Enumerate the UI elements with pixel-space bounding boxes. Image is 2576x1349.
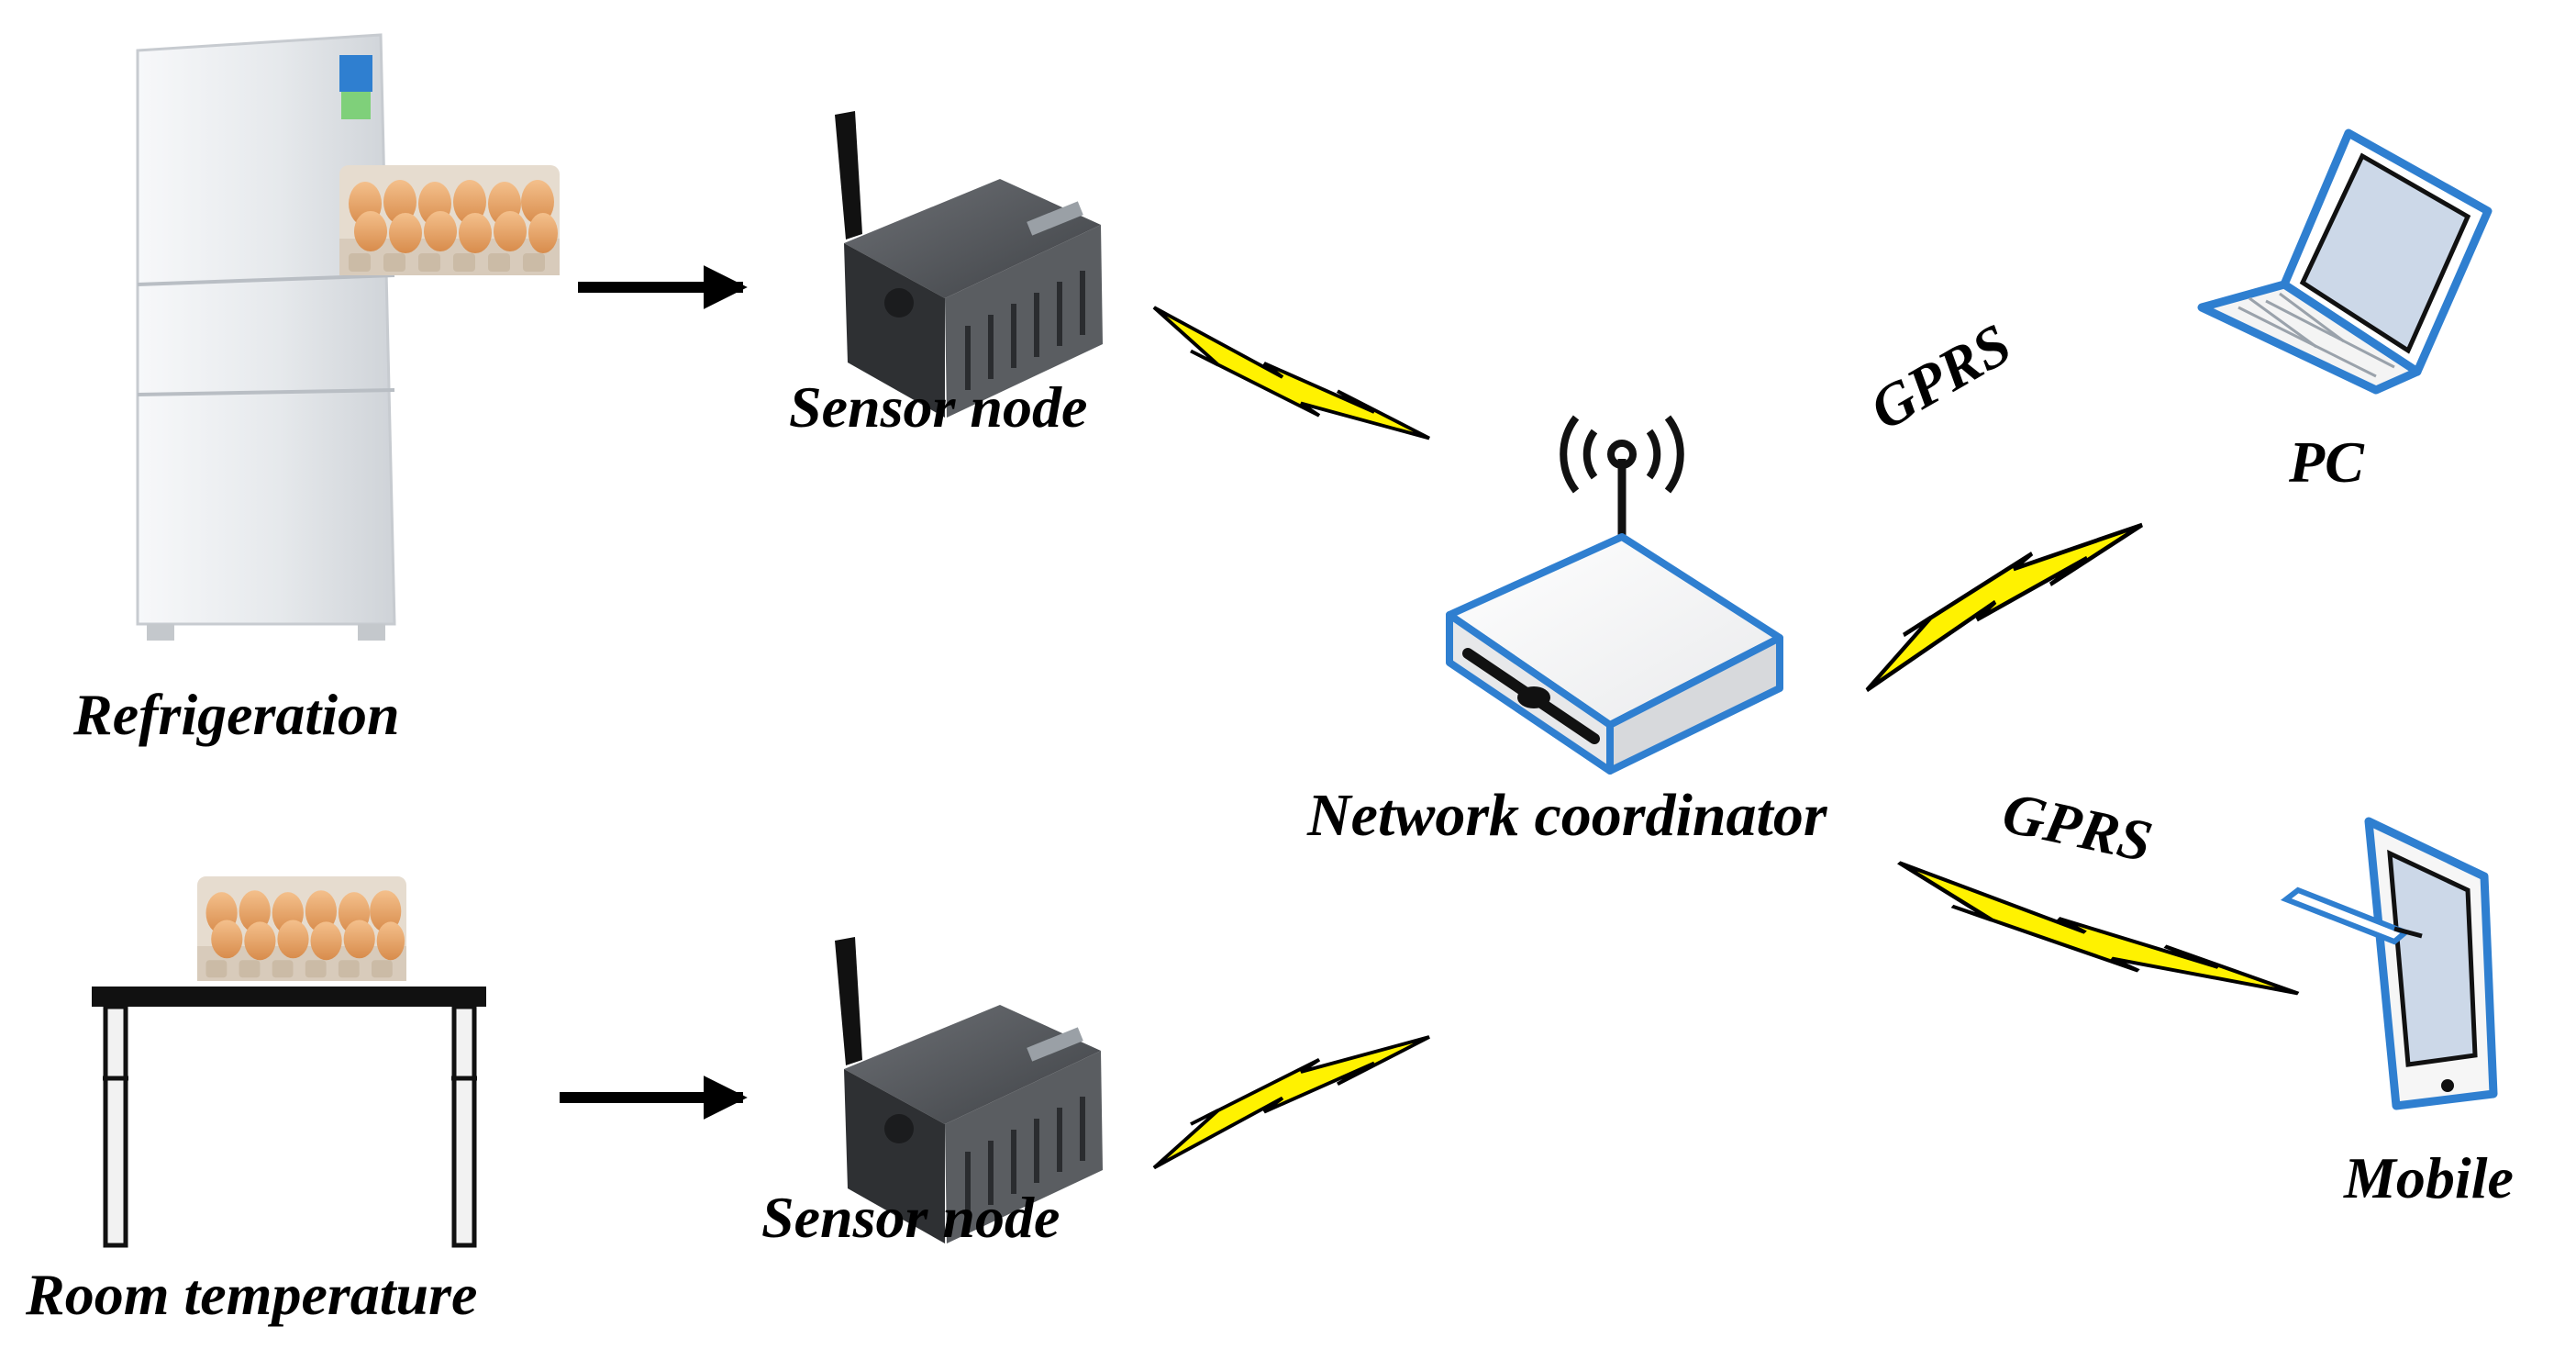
- lightning-sensor-top: [1152, 306, 1431, 440]
- lightning-gprs-pc: [1867, 525, 2142, 690]
- label-gprs-pc: GPRS: [1860, 311, 2022, 442]
- label-gprs-mobile: GPRS: [1997, 779, 2158, 874]
- laptop-icon: [2197, 128, 2493, 395]
- lightning-sensor-bottom: [1152, 1035, 1431, 1170]
- sensor-node-top-icon: [835, 111, 1103, 418]
- table-icon: [92, 876, 486, 1248]
- egg-carton-icon: [339, 165, 560, 275]
- label-sensor-node-bottom: Sensor node: [761, 1185, 1060, 1250]
- label-sensor-node-top: Sensor node: [789, 374, 1087, 440]
- lightning-gprs-mobile: [1899, 863, 2298, 994]
- tablet-icon: [2280, 817, 2498, 1110]
- router-icon: [1446, 415, 1783, 775]
- label-pc: PC: [2288, 429, 2365, 495]
- refrigerator-icon: [136, 33, 396, 641]
- label-refrigeration: Refrigeration: [72, 682, 400, 747]
- label-network-coordinator: Network coordinator: [1306, 782, 1828, 849]
- label-room-temperature: Room temperature: [25, 1262, 477, 1327]
- label-mobile: Mobile: [2343, 1145, 2514, 1210]
